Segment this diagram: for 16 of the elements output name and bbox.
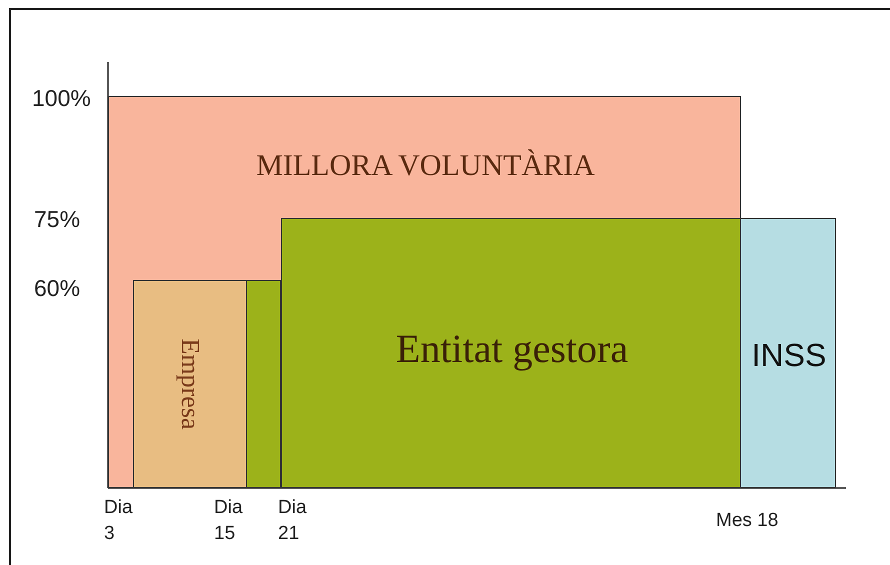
area-block [133, 280, 247, 488]
axis-tick-label: Dia 3 [104, 496, 134, 546]
area-block [108, 96, 741, 488]
area-block [740, 218, 836, 488]
axis-tick-label: 60% [34, 274, 80, 303]
axis-tick-label: Dia 21 [278, 496, 308, 546]
area-label: INSS [750, 337, 828, 374]
area-block [281, 218, 741, 488]
area-label: MILLORA VOLUNTÀRIA [255, 149, 596, 183]
axis-tick-label: Dia 15 [214, 496, 244, 546]
axis-tick-label: 75% [34, 205, 80, 234]
area-label: Empresa [175, 338, 205, 430]
axis-tick-label: Mes 18 [716, 509, 778, 533]
bar-block [246, 280, 281, 488]
axis-tick-label: 100% [32, 84, 91, 113]
area-label: Entitat gestora [394, 325, 630, 372]
